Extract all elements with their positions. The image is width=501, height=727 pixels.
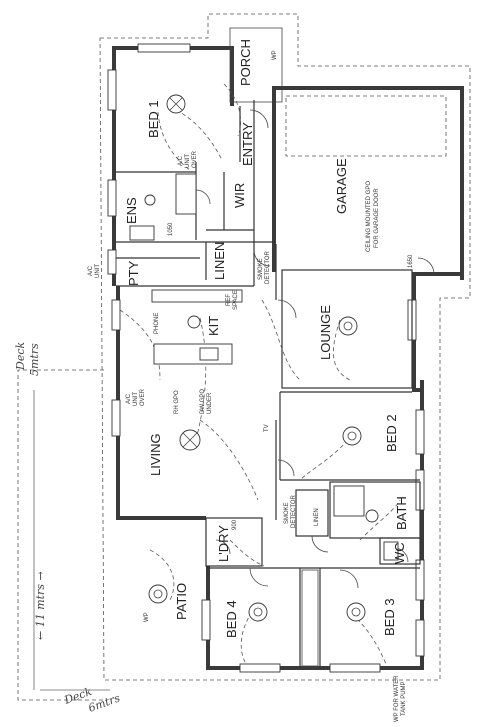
room-kit: KIT — [206, 316, 221, 336]
note-rh-gpo: RH GPO — [174, 390, 180, 414]
light-bed1 — [166, 94, 186, 114]
hand-deck2: 5mtrs — [28, 343, 41, 376]
room-lounge: LOUNGE — [318, 305, 333, 360]
room-ens: ENS — [124, 197, 139, 224]
kitchen-fixtures — [129, 173, 399, 561]
room-pty: PTY — [126, 260, 141, 286]
room-bed1: BED 1 — [146, 100, 161, 138]
note-ref: REF — [226, 294, 232, 306]
note-wp-water: WP FOR WATER — [394, 675, 400, 722]
light-kit — [187, 315, 201, 329]
room-bath: BATH — [394, 496, 409, 530]
note-1650: 1650 — [408, 254, 414, 268]
hand-dim: ← 11 mtrs → — [34, 571, 47, 640]
note-ac-ext: A/C — [88, 265, 94, 276]
room-entry: ENTRY — [240, 122, 255, 166]
light-patio — [148, 584, 168, 604]
note-ac-ext2: UNIT — [95, 264, 101, 278]
handwritten-notes: ← 11 mtrs → Deck 5mtrs Deck 6mtrs — [14, 342, 122, 715]
light-bed3 — [346, 602, 366, 622]
room-patio: PATIO — [174, 583, 189, 620]
note-space: SPACE — [233, 290, 239, 310]
room-linen-lower: LINEN — [314, 508, 320, 526]
note-tank-pump: TANK PUMP — [401, 681, 407, 716]
door-swings — [195, 109, 435, 589]
room-wc: WC — [392, 542, 407, 564]
note-1050: 1050 — [168, 222, 174, 236]
light-ens — [144, 194, 156, 206]
light-bed4 — [248, 602, 268, 622]
note-phone: PHONE — [154, 313, 160, 334]
note-garage-door: FOR GARAGE DOOR — [374, 188, 380, 248]
annotations: CEILING MOUNTED GPO FOR GARAGE DOOR SMOK… — [88, 50, 414, 722]
hand-deck1: Deck — [14, 342, 27, 371]
note-detector1: DETECTOR — [265, 250, 271, 284]
room-wir: WIR — [232, 183, 247, 208]
light-bed2 — [342, 426, 362, 446]
room-porch: PORCH — [238, 39, 253, 86]
room-ldry: L'DRY — [216, 525, 231, 562]
room-garage: GARAGE — [334, 158, 349, 214]
note-ac-over2: UNIT — [185, 154, 191, 168]
room-bed4: BED 4 — [224, 600, 239, 638]
note-dw-gpo: DW GPO — [200, 389, 206, 414]
room-bed2: BED 2 — [384, 414, 399, 452]
note-ac-living2: UNIT — [133, 392, 139, 406]
deck-boundary — [17, 369, 104, 701]
room-labels: PORCH BED 1 ENTRY GARAGE ENS WIR PTY LIN… — [124, 39, 409, 638]
light-living — [179, 429, 201, 451]
note-smoke2: SMOKE — [284, 502, 290, 524]
room-linen-upper: LINEN — [212, 242, 227, 280]
note-smoke1: SMOKE — [258, 258, 264, 280]
interior-walls — [116, 95, 447, 668]
note-ac-living3: OVER — [140, 388, 146, 406]
note-wp1: WP — [272, 50, 278, 60]
note-wp2: WP — [144, 612, 150, 622]
note-ac-over: A/C — [178, 155, 184, 166]
note-detector2: DETECTOR — [291, 494, 297, 528]
wiring-runs — [119, 83, 401, 665]
room-living: LIVING — [148, 433, 163, 476]
light-fixtures — [144, 94, 379, 622]
note-900: 900 — [232, 519, 238, 530]
note-under: UNDER — [207, 392, 213, 414]
light-lounge — [338, 316, 358, 336]
light-bath — [365, 509, 379, 523]
room-bed3: BED 3 — [382, 598, 397, 636]
note-ac-living: A/C — [126, 393, 132, 404]
note-ceiling-gpo: CEILING MOUNTED GPO — [366, 181, 372, 252]
note-tv: TV — [264, 424, 270, 432]
note-ac-over3: OVER — [192, 150, 198, 168]
